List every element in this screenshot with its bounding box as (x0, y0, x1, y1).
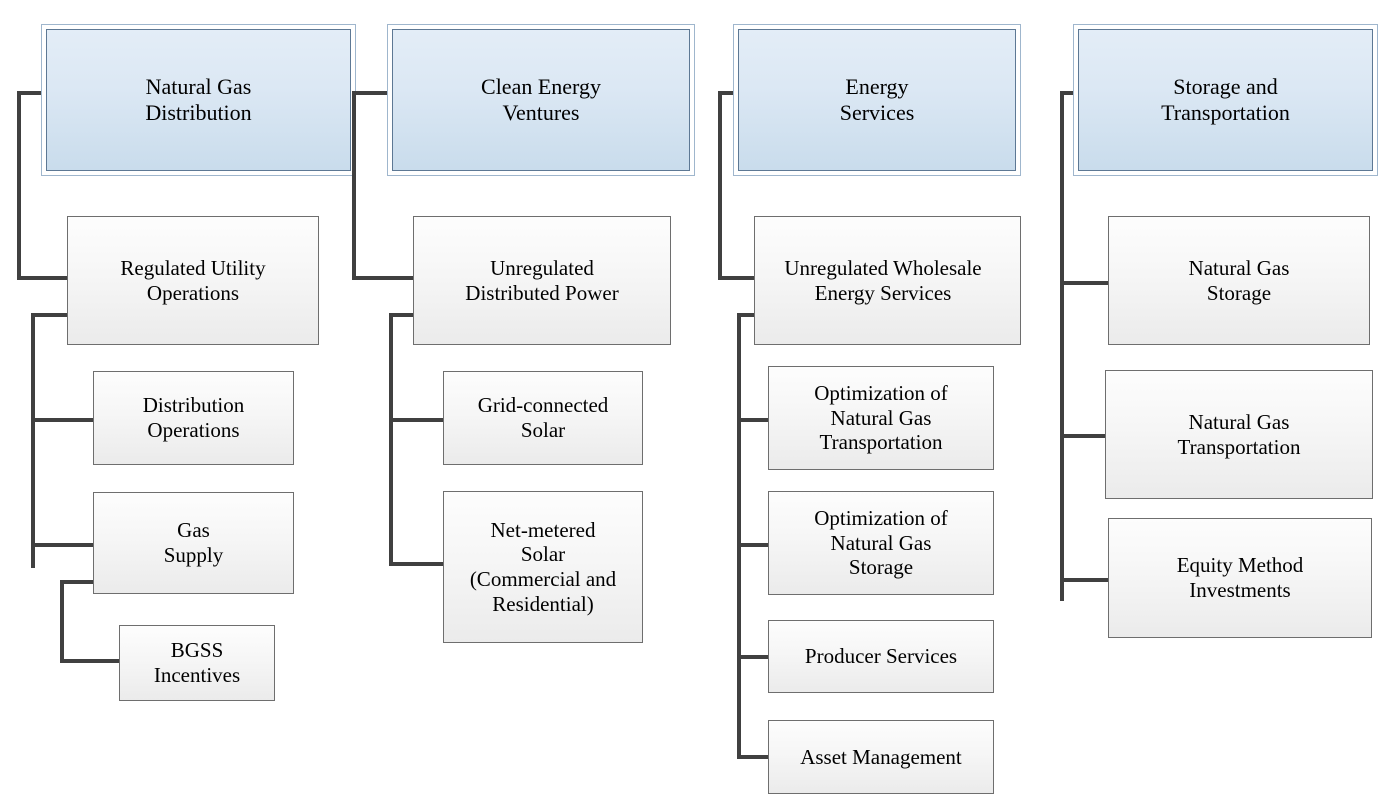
connector-vertical-col1-trunk (17, 91, 21, 280)
node-optimization-natural-gas-storage[interactable]: Optimization of Natural Gas Storage (768, 491, 994, 595)
connector-vertical-col1-sub (31, 313, 35, 568)
node-grid-connected-solar[interactable]: Grid-connected Solar (443, 371, 643, 465)
node-natural-gas-transportation[interactable]: Natural Gas Transportation (1105, 370, 1373, 499)
header-natural-gas-distribution-label: Natural Gas Distribution (46, 29, 351, 171)
node-unregulated-wholesale-energy-services-label: Unregulated Wholesale Energy Services (784, 255, 982, 305)
connector-horizontal-col1-gassupply (31, 543, 96, 547)
header-energy-services[interactable]: Energy Services (733, 24, 1021, 176)
connector-vertical-col3-sub (737, 313, 741, 757)
connector-horizontal-col2-unregulated (352, 276, 414, 280)
connector-horizontal-col3-opt-transport (737, 418, 768, 422)
node-gas-supply[interactable]: Gas Supply (93, 492, 294, 594)
connector-horizontal-col1-bgss (60, 659, 122, 663)
node-producer-services[interactable]: Producer Services (768, 620, 994, 693)
node-regulated-utility-operations[interactable]: Regulated Utility Operations (67, 216, 319, 345)
connector-horizontal-col2-grid (389, 418, 445, 422)
node-bgss-incentives[interactable]: BGSS Incentives (119, 625, 275, 701)
node-equity-method-investments[interactable]: Equity Method Investments (1108, 518, 1372, 638)
connector-horizontal-col2-netmetered (389, 562, 445, 566)
connector-vertical-col4-trunk (1060, 91, 1064, 601)
connector-vertical-col2-sub (389, 313, 393, 566)
node-asset-management[interactable]: Asset Management (768, 720, 994, 794)
header-natural-gas-distribution[interactable]: Natural Gas Distribution (41, 24, 356, 176)
header-clean-energy-ventures[interactable]: Clean Energy Ventures (387, 24, 695, 176)
connector-horizontal-col3-producer (737, 655, 768, 659)
connector-horizontal-col3-subtop (737, 313, 768, 317)
connector-horizontal-col3-unregulated (718, 276, 766, 280)
connector-vertical-col3-trunk (718, 91, 722, 280)
connector-vertical-col1-bgss (60, 580, 64, 663)
connector-horizontal-col4-storage (1060, 281, 1110, 285)
connector-horizontal-col2-subtop (389, 313, 417, 317)
connector-horizontal-col3-asset (737, 755, 768, 759)
node-unregulated-distributed-power[interactable]: Unregulated Distributed Power (413, 216, 671, 345)
header-storage-and-transportation-label: Storage and Transportation (1078, 29, 1373, 171)
header-energy-services-label: Energy Services (738, 29, 1016, 171)
connector-horizontal-col3-opt-storage (737, 543, 768, 547)
header-clean-energy-ventures-label: Clean Energy Ventures (392, 29, 690, 171)
connector-horizontal-col1-regulated (17, 276, 69, 280)
node-unregulated-wholesale-energy-services[interactable]: Unregulated Wholesale Energy Services (754, 216, 1021, 345)
connector-horizontal-col4-equity (1060, 578, 1110, 582)
connector-horizontal-col4-transportation (1060, 434, 1110, 438)
node-net-metered-solar[interactable]: Net-metered Solar (Commercial and Reside… (443, 491, 643, 643)
connector-horizontal-col1-distribution (31, 418, 96, 422)
connector-horizontal-col2-header (352, 91, 390, 95)
connector-vertical-col2-trunk (352, 91, 356, 280)
connector-horizontal-col1-bgsstop (60, 580, 98, 584)
connector-horizontal-col3-header (718, 91, 738, 95)
connector-horizontal-col1-subtop (31, 313, 71, 317)
node-natural-gas-storage[interactable]: Natural Gas Storage (1108, 216, 1370, 345)
header-storage-and-transportation[interactable]: Storage and Transportation (1073, 24, 1378, 176)
connector-horizontal-col1-header (17, 91, 44, 95)
connector-horizontal-col4-header (1060, 91, 1078, 95)
node-optimization-natural-gas-transportation[interactable]: Optimization of Natural Gas Transportati… (768, 366, 994, 470)
node-distribution-operations[interactable]: Distribution Operations (93, 371, 294, 465)
